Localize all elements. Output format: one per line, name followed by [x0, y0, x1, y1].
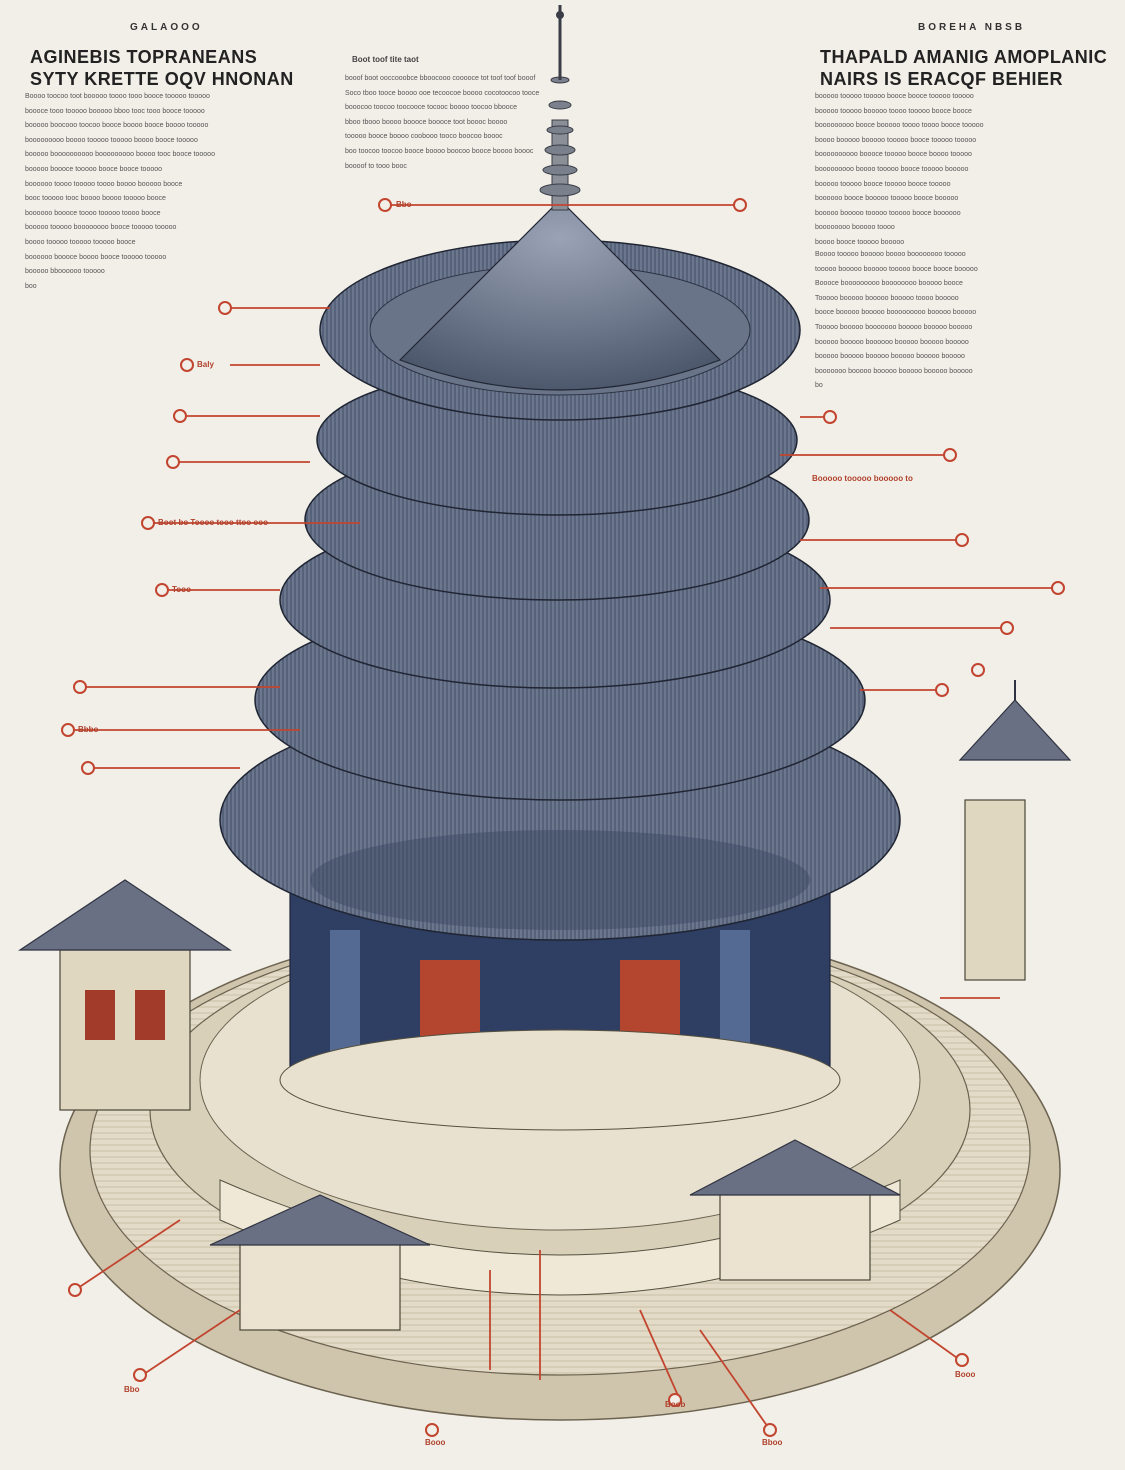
- right-text-column-a: booooo tooooo tooooo booce booce tooooo …: [815, 90, 1095, 251]
- callout-label-bottom4: Bboo: [762, 1438, 783, 1447]
- left-title-line2: SYTY KRETTE OQV HNONAN: [30, 69, 294, 89]
- callout-label-top: Bbo: [396, 200, 412, 209]
- right-title: THAPALD AMANIG AMOPLANIC NAIRS IS ERACQF…: [820, 46, 1107, 90]
- main-hall-drum: [279, 879, 841, 1131]
- left-line: Boooo toocoo toot booooo toooo tooo booc…: [25, 93, 210, 100]
- conical-spire: [398, 5, 722, 391]
- front-gatehouse: [209, 1139, 901, 1331]
- right-line: Tooooo booooo booooooo booooo booooo boo…: [815, 323, 973, 331]
- center-line: booof boot ooccooobce bboocooo cooooce t…: [345, 75, 536, 82]
- center-line: boooof to tooo booc: [345, 162, 407, 170]
- right-text-column-b: Boooo tooooo booooo boooo boooooooo tooo…: [815, 248, 1100, 394]
- left-pavilion: [18, 879, 232, 1111]
- callout-label-left-long: Boot bo Toooo tooo ttoo ooo: [158, 518, 269, 527]
- right-line: booooooo booooo booooo booooo booooo boo…: [815, 367, 973, 375]
- left-line: booooo boocooo toocoo booce boooo booce …: [25, 122, 209, 130]
- callout-label-left1: Baly: [197, 360, 214, 369]
- right-line: boooooooooo boooce tooooo booce boooo to…: [815, 151, 972, 159]
- right-line: booce booooo booooo booooooooo booooo bo…: [815, 309, 977, 317]
- right-pavilion: [958, 680, 1072, 981]
- right-line: booooo tooooo booooo toooo tooooo booce …: [815, 107, 972, 115]
- right-line: boooooo booce booooo tooooo booce booooo: [815, 195, 959, 203]
- center-line: bboo tbooo boooo boooce boooce toot booo…: [345, 118, 508, 126]
- callout-label-bottom1: Bbo: [124, 1385, 140, 1394]
- left-line: booc tooooo tooc boooo boooo tooooo booc…: [25, 195, 166, 203]
- right-line: booooo tooooo booce tooooo booce tooooo: [815, 180, 951, 188]
- right-line: booooo booooo booooo booooo booooo boooo…: [815, 353, 965, 361]
- callout-leaders: [70, 204, 1058, 1431]
- center-line: tooooo booce boooo coobooo tooco boocoo …: [345, 133, 503, 141]
- center-line: Soco tboo tooce boooo ooe tecoocoe boooo…: [345, 89, 540, 97]
- right-line: booooo booooo boooooo booooo booooo booo…: [815, 338, 969, 346]
- right-line: booooooooo boooo tooooo booce tooooo boo…: [815, 165, 969, 173]
- left-text-column: Boooo toocoo toot booooo toooo tooo booc…: [25, 90, 330, 294]
- right-title-line2: NAIRS IS ERACQF BEHIER: [820, 69, 1064, 89]
- right-line: bo: [815, 382, 823, 390]
- left-line: booooo bboooooo tooooo: [25, 268, 105, 276]
- left-line: boooce tooo tooooo booooo bboo tooc tooo…: [25, 107, 205, 115]
- right-line: Tooooo booooo booooo booooo toooo booooo: [815, 294, 959, 302]
- left-kicker: GALAOOO: [130, 22, 203, 33]
- center-line: boo toocoo toocoo booce boooo boocoo boo…: [345, 147, 534, 155]
- right-line: booooo booooo tooooo tooooo booce booooo…: [815, 209, 961, 217]
- callout-markers: [61, 198, 1065, 1437]
- center-text-block: booof boot ooccooobce bboocooo cooooce t…: [345, 72, 785, 174]
- left-line: booooo boooce tooooo booce booce tooooo: [25, 165, 163, 173]
- center-heading: Boot toof tite taot: [352, 55, 419, 64]
- right-line: boooo booooo booooo tooooo booce tooooo …: [815, 136, 977, 144]
- callout-label-left-mid: Tooo: [172, 585, 191, 594]
- callout-label-left-low: Bbbo: [78, 725, 99, 734]
- left-line: boooooo boooce toooo tooooo toooo booce: [25, 209, 161, 217]
- right-title-line1: THAPALD AMANIG AMOPLANIC: [820, 47, 1108, 67]
- left-line: booooo boooooooooo booooooooo boooo tooc…: [25, 151, 215, 159]
- callout-label-bottom3: Boob: [665, 1400, 686, 1409]
- right-line: Boooce booooooooo boooooooo booooo booce: [815, 280, 963, 288]
- right-line: boooooooo booooo toooo: [815, 224, 895, 232]
- center-line: booocoo toocoo toocooce tocooc boooo too…: [345, 104, 518, 112]
- right-line: boooo booce tooooo booooo: [815, 238, 905, 246]
- right-line: tooooo booooo booooo tooooo booce booce …: [815, 265, 978, 273]
- left-line: boooo tooooo tooooo tooooo booce: [25, 238, 136, 246]
- right-line: booooo tooooo tooooo booce booce tooooo …: [815, 93, 974, 100]
- right-kicker: BOREHA NBSB: [918, 22, 1026, 33]
- right-line: booooooooo booce booooo toooo toooo booc…: [815, 122, 984, 130]
- right-line: Boooo tooooo booooo boooo boooooooo tooo…: [815, 251, 966, 258]
- left-line: boo: [25, 282, 37, 290]
- callout-label-bottom2: Booo: [425, 1438, 446, 1447]
- left-line: booooooooo boooo tooooo tooooo boooo boo…: [25, 136, 198, 144]
- left-title-line1: AGINEBIS TOPRANEANS: [30, 47, 258, 67]
- callout-label-bottom5: Booo: [955, 1370, 976, 1379]
- left-title: AGINEBIS TOPRANEANS SYTY KRETTE OQV HNON…: [30, 46, 294, 90]
- left-line: boooooo toooo tooooo toooo boooo booooo …: [25, 180, 183, 188]
- left-line: booooo tooooo boooooooo booce tooooo too…: [25, 224, 177, 232]
- left-line: boooooo boooce boooo booce tooooo tooooo: [25, 253, 167, 261]
- callout-label-right-mid: Booooo tooooo booooo to: [812, 474, 913, 483]
